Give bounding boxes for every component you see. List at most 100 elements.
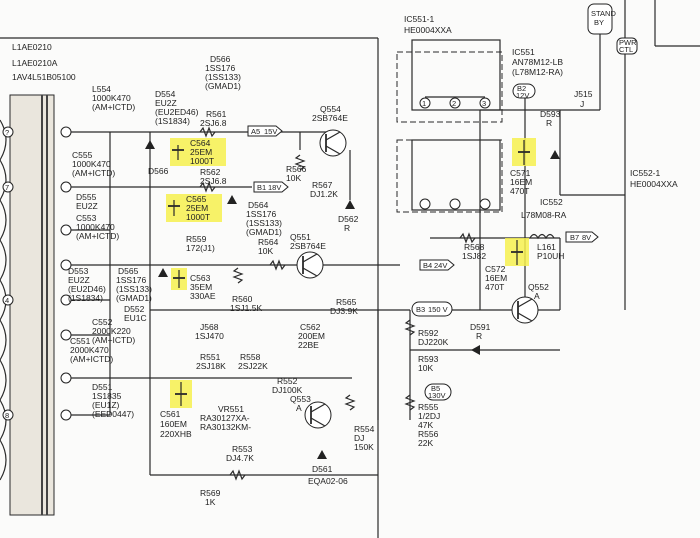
d561-val: EQA02-06 (308, 476, 348, 486)
c572-c: 470T (485, 282, 504, 292)
c561-c: 220XHB (160, 429, 192, 439)
cap-c564-highlight (170, 138, 226, 166)
rail-b5-value: 130V (428, 391, 446, 400)
d554-val: EU2Z (155, 98, 177, 108)
vr551-ref: VR551 (218, 404, 244, 414)
q553-val: A (296, 403, 302, 413)
d551-p: (EU1Z) (92, 400, 120, 410)
d564-ref: D564 (248, 200, 269, 210)
d553-p: (EU2D46) (68, 284, 106, 294)
r551-ref: R551 (200, 352, 221, 362)
q551-transistor (296, 251, 324, 279)
svg-text:4: 4 (5, 296, 9, 305)
ic551-pin-2 (449, 97, 461, 109)
ic552-pin-3 (479, 198, 491, 210)
c565-v: 25EM (186, 203, 208, 213)
diodes (145, 140, 560, 459)
d553-val: EU2Z (68, 275, 90, 285)
transformer-part-1: L1AE0210 (12, 42, 52, 52)
d564-val: 1SS176 (246, 209, 277, 219)
d564-q: (GMAD1) (246, 227, 282, 237)
rail-b1-tag: B1 (257, 183, 266, 192)
c572-v: 16EM (485, 273, 507, 283)
transformer-part-3: 1AV4L51B05100 (12, 72, 76, 82)
rail-b7-value: 8V (582, 233, 591, 242)
q554-ref: Q554 (320, 104, 341, 114)
d551-q: (EED0447) (92, 409, 134, 419)
r566-val: 10K (286, 173, 301, 183)
ic551-pin-1-label: 1 (422, 99, 426, 108)
q553-transistor (304, 401, 332, 429)
q552-val: A (534, 291, 540, 301)
resistors (199, 126, 476, 481)
q552-ref: Q552 (528, 282, 549, 292)
rail-b3-value: 150 V (428, 305, 448, 314)
c562-type: 22BE (298, 340, 319, 350)
c551-ref: C551 (70, 336, 91, 346)
svg-text:7: 7 (5, 183, 9, 192)
c553-type: (AM+ICTD) (76, 231, 119, 241)
d562-val: R (344, 223, 350, 233)
ic552-ref: IC552-1 (630, 168, 661, 178)
d554-q: (1S1834) (155, 116, 190, 126)
r554-p: 150K (354, 442, 374, 452)
ic551-type2: (L78M12-RA) (512, 67, 563, 77)
r569-ref: R569 (200, 488, 221, 498)
r562-val: 2SJ6.8 (200, 176, 227, 186)
cap-c561-highlight (170, 380, 192, 408)
d591-ref: D591 (470, 322, 491, 332)
rail-tag-b2 (512, 83, 536, 99)
l554-type: (AM+ICTD) (92, 102, 135, 112)
vr551-val: RA30127XA- (200, 413, 250, 423)
stand-by-line1: STAND (591, 9, 616, 18)
j515-label: J515 (574, 89, 593, 99)
d551-val: 1S1835 (92, 391, 122, 401)
pwr-ctl-tag (616, 37, 638, 55)
d565-q: (GMAD1) (116, 293, 152, 303)
d566-ref: D566 (210, 54, 231, 64)
r561-ref: R561 (206, 109, 227, 119)
c552-type: (AM+ICTD) (92, 335, 135, 345)
l161-ref: L161 (537, 242, 556, 252)
d555-ref: D555 (76, 192, 97, 202)
d553-ref: D553 (68, 266, 89, 276)
rail-tag-a5 (247, 125, 283, 137)
rail-tag-b4 (419, 259, 455, 271)
q553-ref: Q553 (290, 394, 311, 404)
ic552-pin-1 (419, 198, 431, 210)
r559-ref: R559 (186, 234, 207, 244)
c552-val: 2000K220 (92, 326, 131, 336)
stand-by-line2: BY (594, 18, 604, 27)
c563-c: 330AE (190, 291, 216, 301)
d593-ref: D593 (540, 109, 561, 119)
r567-ref: R567 (312, 180, 333, 190)
pwr-ctl-line1: PWR (619, 38, 637, 47)
ic551-type: AN78M12-LB (512, 57, 563, 67)
ic552-part: HE0004XXA (630, 179, 678, 189)
d554-p: (EU2ED46) (155, 107, 199, 117)
r551-val: 2SJ18K (196, 361, 226, 371)
rail-b2-value: 12V (516, 91, 529, 100)
r564-ref: R564 (258, 237, 279, 247)
r560-val: 1SJ1.5K (230, 303, 262, 313)
rail-b2-tag: B2 (517, 84, 526, 93)
r558-val: 2SJ22K (238, 361, 268, 371)
c571-c: 470T (510, 186, 529, 196)
r554-ref: R554 (354, 424, 375, 434)
q552-transistor (511, 296, 539, 324)
d564-p: (1SS133) (246, 218, 282, 228)
c563-ref: C563 (190, 273, 211, 283)
r593-ref: R593 (418, 354, 439, 364)
r554-val: DJ (354, 433, 364, 443)
ic551-part: HE0004XXA (404, 25, 452, 35)
j568-val: 1SJ470 (195, 331, 224, 341)
d591-val: R (476, 331, 482, 341)
c562-ref: C562 (300, 322, 321, 332)
ic552-type: L78M08-RA (521, 210, 567, 220)
ic552-box (396, 139, 503, 213)
d565-ref: D565 (118, 266, 139, 276)
r556-ref: R556 (418, 429, 439, 439)
r553-ref: R553 (232, 444, 253, 454)
